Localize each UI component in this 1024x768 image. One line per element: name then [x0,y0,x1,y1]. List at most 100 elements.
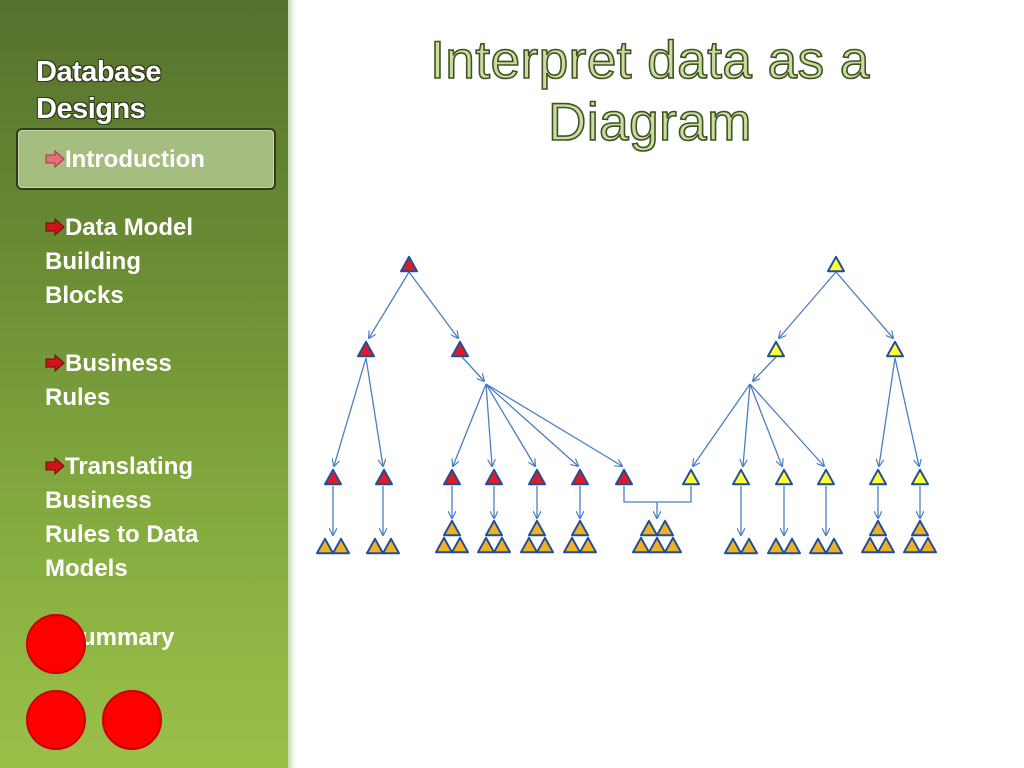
slide-title-line-1: Interpret data as a [429,30,870,91]
level3-node-yellow [817,468,835,486]
nav-item-label-line: Data Model [65,214,194,241]
leaf-node-orange [571,519,589,537]
diagram-arrow [334,357,367,466]
level3-node-red [375,468,393,486]
leaf-node-orange [656,519,674,537]
slide-title: Interpret data as a Diagram [360,30,940,154]
level3-node-red [615,468,633,486]
diagram-arrow [453,383,487,466]
arrow-bullet-icon [45,150,65,168]
sidebar-title-line-2: Designs [36,93,146,125]
diagram-arrow [779,271,837,338]
sidebar-divider [288,0,296,768]
level3-node-red [571,468,589,486]
nav-item-label-line: Building [45,248,141,275]
leaf-node-orange [903,536,921,554]
nav-item-label-line: Rules [45,384,111,411]
leaf-node-orange [664,536,682,554]
arrow-bullet-icon [45,354,65,372]
level3-node-red [443,468,461,486]
nav-item-label-line: Business [45,487,152,514]
nav-item-business-rules[interactable]: Business Rules [45,347,265,415]
diagram-arrow [485,383,578,466]
leaf-node-orange [536,536,554,554]
arrow-bullet-icon [45,218,65,236]
diagram-arrow [753,356,777,381]
slide-title-line-2: Diagram [547,92,752,153]
nav-item-label-line: Translating [65,453,194,480]
leaf-node-orange [316,537,334,555]
leaf-node-orange [520,536,538,554]
diagram-arrow [365,357,383,466]
leaf-node-orange [919,536,937,554]
level2-node-yellow [886,340,904,358]
leaf-node-orange [366,537,384,555]
leaf-node-orange [877,536,895,554]
diagram-arrow [835,271,893,338]
leaf-node-orange [861,536,879,554]
leaf-node-orange [485,519,503,537]
leaf-node-orange [477,536,495,554]
leaf-node-orange [382,537,400,555]
diagram-arrow [879,357,896,466]
diagram-arrow [408,271,458,338]
nav-item-label-line: Business [65,350,172,377]
diagram-arrow [894,357,919,466]
level2-node-yellow [767,340,785,358]
level3-node-yellow [682,468,700,486]
hierarchy-diagram [316,255,937,555]
root-node-yellow [827,255,845,273]
nav-item-label: Introduction [65,146,205,173]
leaf-node-orange [767,537,785,555]
diagram-arrow [461,356,484,381]
sidebar-title-line-1: Database [36,56,161,88]
level3-node-red [324,468,342,486]
nav-item-translating-business-rules[interactable]: Translating Business Rules to Data Model… [45,450,265,586]
level3-node-yellow [775,468,793,486]
decorative-red-circle [102,690,162,750]
leaf-node-orange [563,536,581,554]
diagram-arrow [485,383,622,466]
nav-item-label-line: Rules to Data [45,521,199,548]
decorative-red-circle [26,690,86,750]
leaf-node-orange [579,536,597,554]
leaf-node-orange [640,519,658,537]
leaf-node-orange [783,537,801,555]
diagram-arrow [485,383,492,466]
leaf-node-orange [332,537,350,555]
leaf-node-orange [740,537,758,555]
diagram-arrow [369,271,410,338]
leaf-node-orange [648,536,666,554]
root-node-red [400,255,418,273]
leaf-node-orange [435,536,453,554]
nav-item-data-model-building-blocks[interactable]: Data Model Building Blocks [45,211,265,313]
leaf-node-orange [443,519,461,537]
diagram-arrow [693,383,751,466]
leaf-node-orange [724,537,742,555]
diagram-arrow [749,383,824,466]
arrow-bullet-icon [45,457,65,475]
diagram-arrow [485,383,535,466]
leaf-node-orange [809,537,827,555]
level3-node-yellow [869,468,887,486]
leaf-node-orange [632,536,650,554]
level2-node-red [451,340,469,358]
nav-item-label-line: Models [45,555,128,582]
diagram-edges [333,271,920,535]
nav-item-introduction[interactable]: Introduction [45,143,265,177]
nav-item-label-line: Blocks [45,282,124,309]
leaf-node-orange [451,536,469,554]
diagram-arrow [749,383,782,466]
level3-node-yellow [911,468,929,486]
sidebar-title: Database Designs [36,54,266,128]
diagram-arrow [743,383,751,466]
leaf-node-orange [825,537,843,555]
level3-node-yellow [732,468,750,486]
leaf-node-orange [911,519,929,537]
level3-node-red [528,468,546,486]
leaf-node-orange [869,519,887,537]
level2-node-red [357,340,375,358]
leaf-node-orange [528,519,546,537]
level3-node-red [485,468,503,486]
decorative-red-circle [26,614,86,674]
